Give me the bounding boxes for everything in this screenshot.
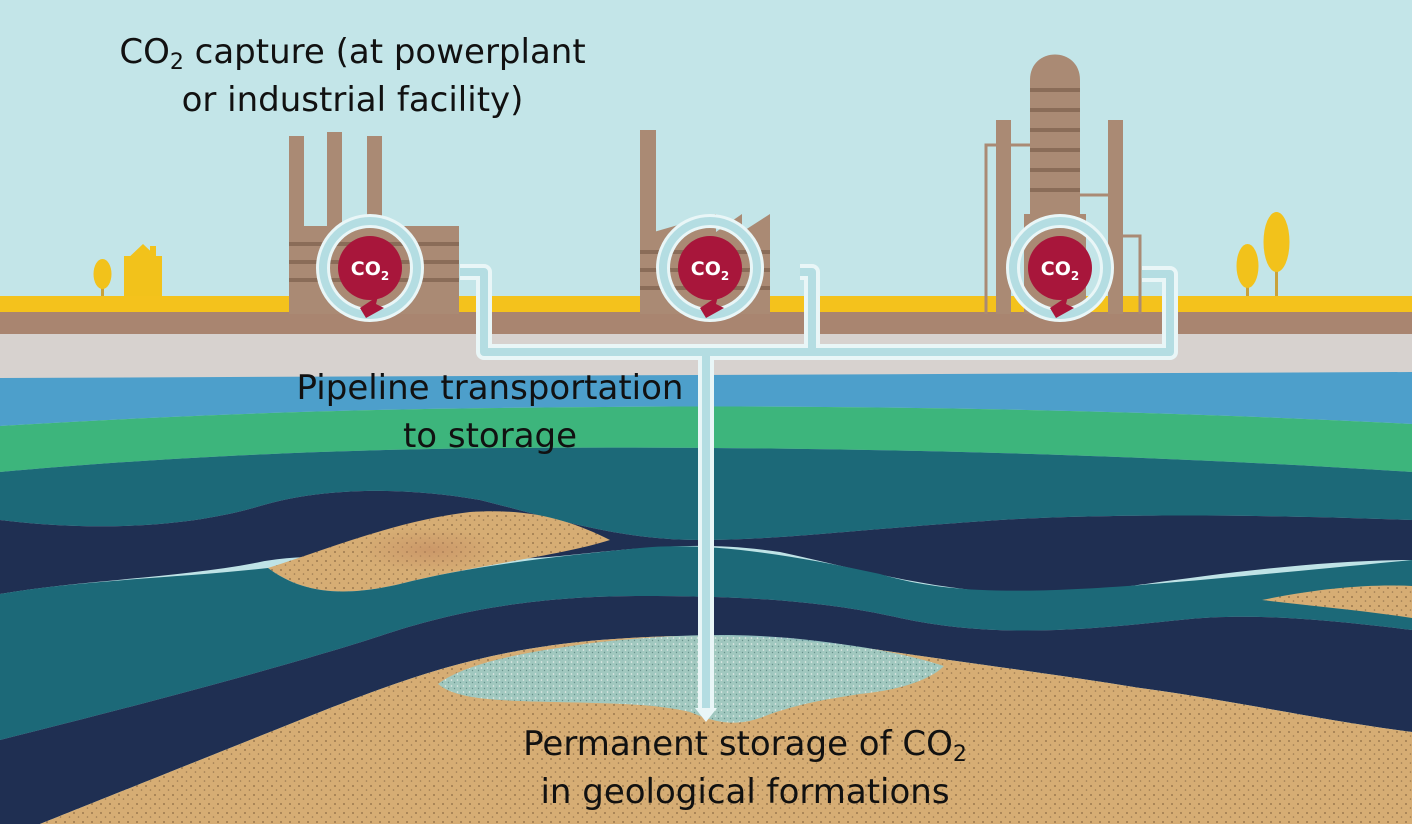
storage-caption-line2: in geological formations <box>540 772 950 812</box>
storage-caption-line1: Permanent storage of CO2 <box>523 724 967 767</box>
storage-caption: Permanent storage of CO2 in geological f… <box>508 720 982 816</box>
svg-text:CO2: CO2 <box>1041 258 1079 283</box>
sand-lens-right <box>1262 585 1412 618</box>
pipeline-caption: Pipeline transportation to storage <box>288 364 692 460</box>
pipeline-network <box>460 264 1178 722</box>
pipeline-caption-line2: to storage <box>402 416 578 456</box>
badge-2-text: CO <box>691 258 721 280</box>
teal-layer-middle <box>0 546 1412 740</box>
left-tree-icon <box>93 259 112 298</box>
sand-reservoir <box>40 635 1412 824</box>
right-trees-icon <box>1236 212 1290 300</box>
badge-1-text: CO <box>351 258 381 280</box>
house-icon <box>124 244 162 300</box>
capture-caption-line1: CO2 capture (at powerplant <box>119 32 586 75</box>
svg-text:CO2: CO2 <box>691 258 729 283</box>
capture-caption-line2: or industrial facility) <box>181 80 524 120</box>
capture-caption: CO2 capture (at powerplant or industrial… <box>110 28 595 124</box>
co2-capture-badge-3: CO2 <box>1006 214 1114 322</box>
co2-capture-badge-2: CO2 <box>656 214 764 322</box>
co2-plume <box>438 635 944 723</box>
pipeline-caption-line1: Pipeline transportation <box>296 368 684 408</box>
svg-text:CO2: CO2 <box>351 258 389 283</box>
badge-3-text: CO <box>1041 258 1071 280</box>
co2-capture-badge-1: CO2 <box>316 214 424 322</box>
dark-layer-lower <box>0 596 1412 824</box>
